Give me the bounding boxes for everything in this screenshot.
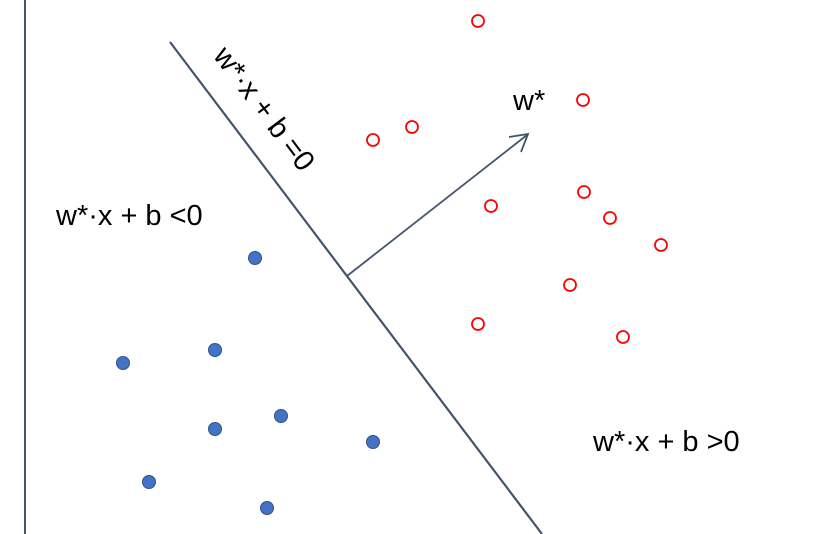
positive-point xyxy=(484,199,498,213)
positive-point xyxy=(366,133,380,147)
positive-point xyxy=(603,211,617,225)
negative-point xyxy=(248,251,262,265)
negative-point xyxy=(208,422,222,436)
negative-point xyxy=(274,409,288,423)
negative-point xyxy=(116,356,130,370)
positive-point xyxy=(616,330,630,344)
positive-point xyxy=(654,238,668,252)
negative-region-label: w*·x + b <0 xyxy=(56,200,203,232)
positive-point xyxy=(577,185,591,199)
negative-point xyxy=(260,501,274,515)
positive-point xyxy=(563,278,577,292)
positive-point xyxy=(471,317,485,331)
negative-point xyxy=(208,343,222,357)
arrow-head xyxy=(508,132,530,153)
negative-point xyxy=(366,435,380,449)
negative-point xyxy=(142,475,156,489)
positive-region-label: w*·x + b >0 xyxy=(593,426,740,458)
weight-vector-arrow xyxy=(346,134,528,277)
positive-point xyxy=(405,120,419,134)
positive-point xyxy=(576,93,590,107)
separating-hyperplane xyxy=(169,41,543,534)
positive-point xyxy=(471,14,485,28)
weight-vector-label: w* xyxy=(513,85,546,117)
